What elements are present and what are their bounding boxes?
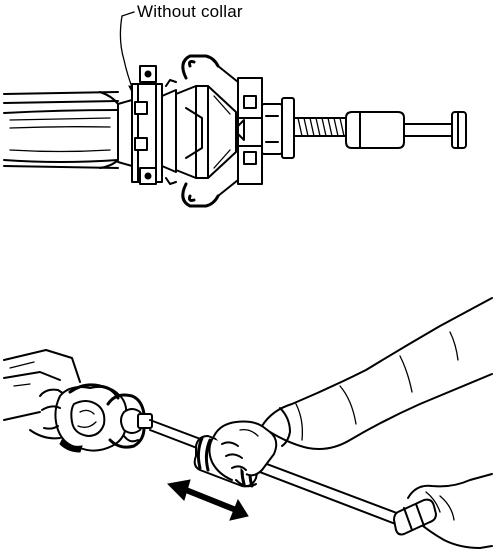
top-figure — [3, 11, 467, 208]
callout-leader-line — [119, 11, 135, 93]
puller-adapter — [106, 393, 153, 449]
bottom-figure — [3, 297, 493, 549]
sleeve-arm — [261, 297, 493, 450]
motion-arrow-double-headed — [166, 479, 249, 521]
second-hand-on-handle — [407, 473, 493, 549]
puller-jaws — [181, 54, 245, 208]
callout-label-without-collar: Without collar — [137, 2, 243, 21]
puller-cone — [175, 85, 237, 179]
forcing-nut — [261, 97, 295, 159]
puller-yoke — [237, 77, 263, 185]
drive-shaft — [3, 91, 119, 169]
screw-handle-grip — [345, 111, 467, 149]
bearing-hub-assembly — [117, 65, 177, 185]
axle-housing — [3, 349, 81, 440]
slide-hammer-t-handle — [393, 498, 437, 536]
forcing-screw — [237, 117, 351, 141]
slide-hammer-rod — [149, 419, 411, 529]
